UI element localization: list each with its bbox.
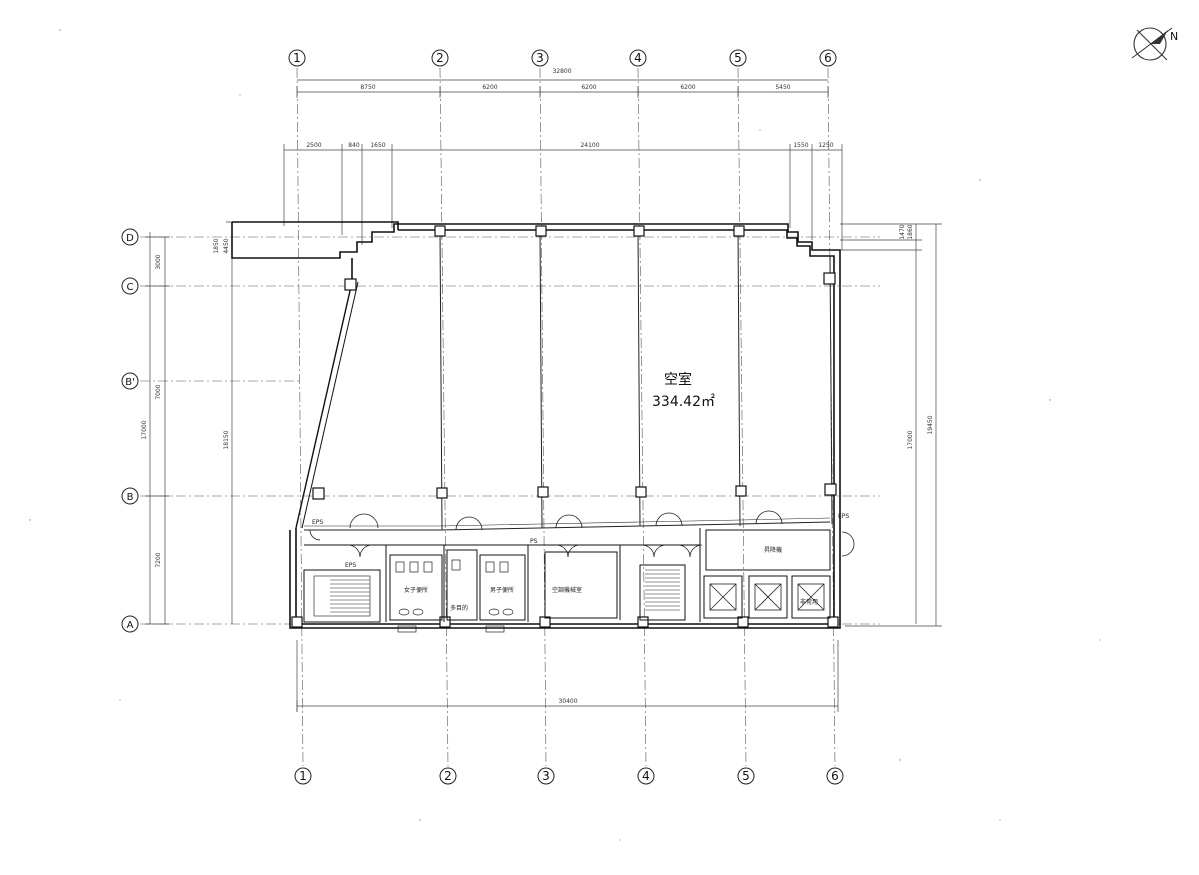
room-eps-left: EPS: [312, 519, 323, 526]
elevator-shafts: [709, 583, 825, 611]
space-name: 空室: [664, 371, 692, 388]
room-eps-right: EPS: [838, 513, 849, 520]
dim-right-top-2: 1860: [907, 224, 914, 239]
dim-left-row-2: 7000: [155, 384, 162, 399]
dim-sub-6: 1250: [818, 142, 833, 149]
room-ev-hall: 昇降機: [764, 546, 782, 554]
top-col-label-2: 2: [436, 51, 444, 65]
dim-left-top-a: 4450: [223, 238, 230, 253]
building-outline: [231, 221, 841, 629]
dim-left-row-1: 3000: [155, 254, 162, 269]
room-ps: PS: [530, 538, 538, 545]
room-shaft: 非常用: [800, 598, 818, 606]
north-arrow-icon: N: [1131, 27, 1178, 61]
door-swings: [309, 510, 855, 558]
bottom-col-label-2: 2: [444, 769, 452, 783]
dim-overall-bottom: 30400: [558, 698, 577, 705]
dim-sub-1: 2500: [306, 142, 321, 149]
dim-left-top-b: 1850: [213, 238, 220, 253]
core-walls: [303, 528, 831, 623]
room-wc-multi: 多目的: [450, 604, 468, 612]
row-label-d: D: [126, 233, 134, 244]
bottom-col-label-1: 1: [299, 769, 307, 783]
dim-sub-5: 1550: [793, 142, 808, 149]
dim-span-3: 6200: [581, 84, 596, 91]
dim-left-outer: 17000: [141, 420, 148, 439]
bottom-col-label-5: 5: [742, 769, 750, 783]
row-label-b: B: [127, 492, 134, 503]
bottom-col-label-6: 6: [831, 769, 839, 783]
bottom-col-label-3: 3: [542, 769, 550, 783]
row-markers: [121, 228, 139, 633]
row-label-b-prime: B': [125, 377, 135, 388]
dim-span-4: 6200: [680, 84, 695, 91]
interior-beam-lines: [304, 229, 833, 531]
top-column-markers: [288, 49, 837, 67]
bottom-column-markers: [294, 767, 844, 785]
dim-left-row-3: 7200: [155, 552, 162, 567]
room-eps-core: EPS: [345, 562, 356, 569]
row-label-c: C: [127, 282, 134, 293]
dim-sub-3: 1650: [370, 142, 385, 149]
scan-noise: [29, 29, 1101, 841]
dim-right-outer: 19450: [927, 415, 934, 434]
stair-treads: [330, 569, 680, 613]
dim-sub-2: 840: [348, 142, 360, 149]
space-area: 334.42㎡: [652, 394, 715, 410]
top-col-label-1: 1: [293, 51, 301, 65]
dim-left-inner: 18150: [223, 430, 230, 449]
dim-sub-4: 24100: [580, 142, 599, 149]
toilet-fixtures: [395, 559, 514, 633]
dimension-lines: [145, 79, 942, 712]
top-col-label-3: 3: [536, 51, 544, 65]
row-label-a: A: [127, 620, 134, 631]
bottom-col-label-4: 4: [642, 769, 650, 783]
dim-span-2: 6200: [482, 84, 497, 91]
top-col-label-5: 5: [734, 51, 742, 65]
top-col-label-4: 4: [634, 51, 642, 65]
dim-right-inner: 17000: [907, 430, 914, 449]
dim-overall-top: 32800: [552, 68, 571, 75]
room-machine: 空調機械室: [552, 586, 582, 594]
dim-span-5: 5450: [775, 84, 790, 91]
dim-right-top: 1470: [899, 224, 906, 239]
top-col-label-6: 6: [824, 51, 832, 65]
room-wc-men: 男子便所: [490, 586, 514, 594]
north-label: N: [1170, 30, 1178, 43]
structural-columns: [291, 225, 839, 628]
dim-span-1: 8750: [360, 84, 375, 91]
room-wc-women: 女子便所: [404, 586, 428, 594]
grid-lines: [140, 67, 880, 767]
